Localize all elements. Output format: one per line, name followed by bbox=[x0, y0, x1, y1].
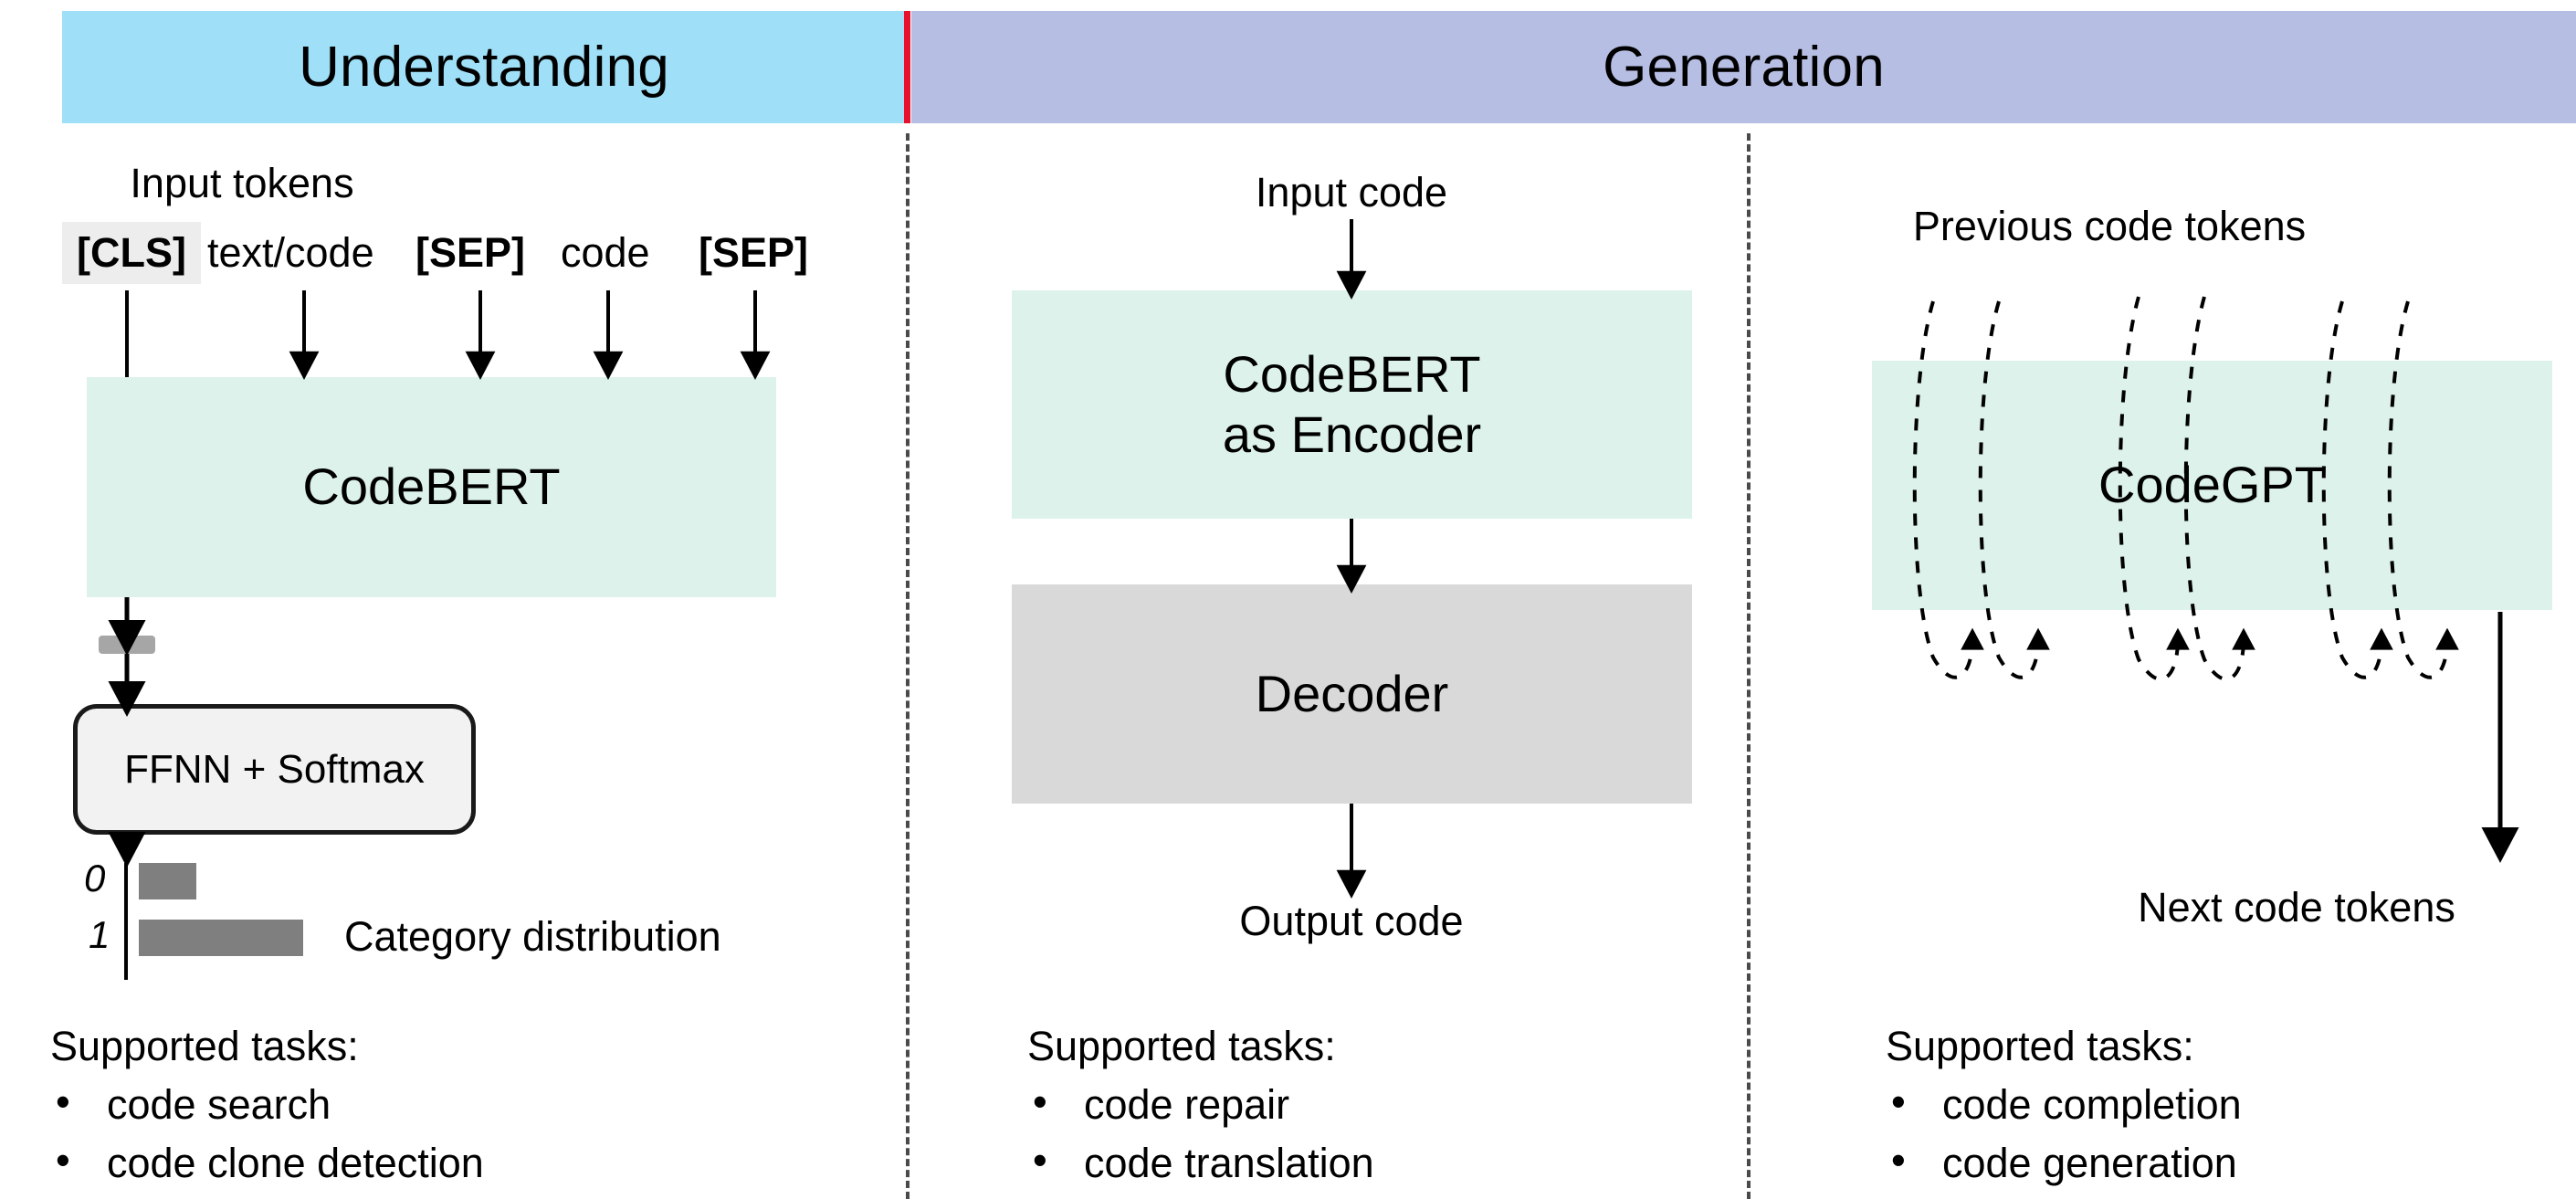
distribution-bar-1 bbox=[139, 920, 303, 956]
encoder-line-2: as Encoder bbox=[1222, 405, 1482, 463]
decoder-box: Decoder bbox=[1012, 584, 1692, 804]
bullet-icon: • bbox=[56, 1137, 70, 1183]
task-label: code clone detection bbox=[107, 1140, 484, 1186]
bullet-icon: • bbox=[1891, 1078, 1906, 1125]
input-code-caption: Input code bbox=[1255, 169, 1448, 216]
banner-divider-red bbox=[904, 11, 910, 123]
task-label: code repair bbox=[1084, 1081, 1290, 1128]
codebert-encoder-box: CodeBERT as Encoder bbox=[1012, 290, 1692, 519]
ffnn-softmax-box: FFNN + Softmax bbox=[73, 704, 476, 835]
codegpt-box: CodeGPT bbox=[1872, 361, 2552, 610]
bullet-icon: • bbox=[1891, 1137, 1906, 1183]
tasks-list-encoder-decoder: • code repair • code translation bbox=[1027, 1081, 1374, 1187]
column-divider-2 bbox=[1747, 133, 1751, 1199]
distribution-label-0: 0 bbox=[84, 857, 106, 899]
distribution-caption: Category distribution bbox=[344, 913, 721, 960]
column-divider-1 bbox=[906, 133, 909, 1199]
banner-generation: Generation bbox=[911, 11, 2576, 123]
cls-vector-chip bbox=[99, 636, 155, 654]
tasks-list-autoregressive: • code completion • code generation bbox=[1886, 1081, 2242, 1187]
distribution-label-1: 1 bbox=[89, 913, 110, 956]
supported-tasks-encoder-decoder: Supported tasks: • code repair • code tr… bbox=[1027, 1023, 1374, 1187]
next-code-tokens-caption: Next code tokens bbox=[2138, 884, 2455, 931]
tasks-list-understanding: • code search • code clone detection bbox=[50, 1081, 484, 1187]
previous-code-tokens-caption: Previous code tokens bbox=[1912, 203, 2307, 249]
token-text-code: text/code bbox=[207, 229, 374, 276]
task-label: code completion bbox=[1942, 1081, 2242, 1128]
input-tokens-caption: Input tokens bbox=[130, 160, 354, 206]
token-code: code bbox=[561, 229, 650, 276]
list-item: • code generation bbox=[1886, 1140, 2242, 1187]
encoder-line-1: CodeBERT bbox=[1223, 344, 1481, 403]
task-label: code search bbox=[107, 1081, 331, 1128]
banner-understanding: Understanding bbox=[62, 11, 906, 123]
distribution-bar-0 bbox=[139, 863, 196, 899]
tasks-heading-understanding: Supported tasks: bbox=[50, 1023, 359, 1069]
list-item: • code translation bbox=[1027, 1140, 1374, 1187]
task-label: code generation bbox=[1942, 1140, 2237, 1186]
token-cls: [CLS] bbox=[62, 222, 201, 284]
bullet-icon: • bbox=[1033, 1137, 1047, 1183]
token-sep-1: [SEP] bbox=[415, 229, 526, 276]
tasks-heading-autoregressive: Supported tasks: bbox=[1886, 1023, 2194, 1069]
output-code-caption: Output code bbox=[1239, 898, 1464, 944]
task-label: code translation bbox=[1084, 1140, 1374, 1186]
bullet-icon: • bbox=[56, 1078, 70, 1125]
token-sep-2: [SEP] bbox=[699, 229, 809, 276]
list-item: • code repair bbox=[1027, 1081, 1374, 1129]
bullet-icon: • bbox=[1033, 1078, 1047, 1125]
supported-tasks-understanding: Supported tasks: • code search • code cl… bbox=[50, 1023, 484, 1187]
list-item: • code clone detection bbox=[50, 1140, 484, 1187]
supported-tasks-autoregressive: Supported tasks: • code completion • cod… bbox=[1886, 1023, 2242, 1187]
distribution-axis bbox=[124, 863, 128, 980]
list-item: • code completion bbox=[1886, 1081, 2242, 1129]
tasks-heading-encoder-decoder: Supported tasks: bbox=[1027, 1023, 1336, 1069]
codebert-box: CodeBERT bbox=[87, 377, 776, 597]
list-item: • code search bbox=[50, 1081, 484, 1129]
